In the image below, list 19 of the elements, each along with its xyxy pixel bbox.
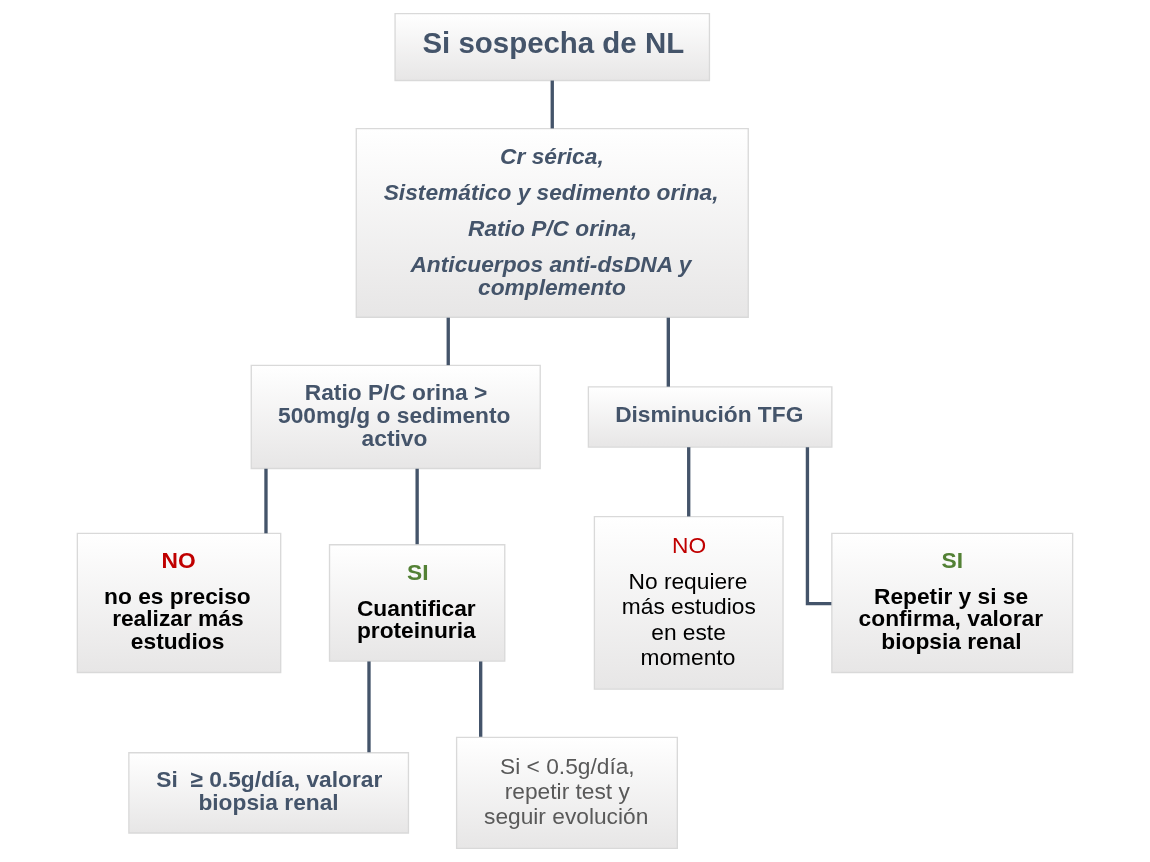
node-box: Cr sérica, Sistemático y sedimento orina, Ratio P/C orina, Anticuerpos anti-dsDNA y complemento bbox=[355, 128, 749, 318]
node-box: NO no es preciso realizar más estudios bbox=[76, 532, 282, 674]
node-box: Si ≥ 0.5g/día, valorar biopsia renal bbox=[128, 752, 410, 834]
node-box: Disminución TFG bbox=[587, 386, 833, 448]
node-box: NO No requiere más estudios en este momento bbox=[593, 515, 784, 690]
connector bbox=[446, 317, 450, 366]
node-box: Si < 0.5g/día, repetir test y seguir evolución bbox=[455, 736, 678, 850]
connector bbox=[687, 447, 691, 517]
node-box: SI Cuantificar proteinuria bbox=[328, 544, 506, 662]
connector bbox=[550, 80, 554, 129]
connector bbox=[479, 661, 483, 737]
connector bbox=[264, 468, 268, 534]
node-box: SI Repetir y si se confirma, valorar biopsia renal bbox=[831, 532, 1074, 674]
connector bbox=[666, 317, 670, 387]
connector bbox=[805, 447, 832, 606]
connector bbox=[367, 661, 371, 753]
node-box: Ratio P/C orina > 500mg/g o sedimento activo bbox=[250, 364, 541, 470]
connector bbox=[415, 468, 419, 545]
node-box: Si sospecha de NL bbox=[394, 12, 711, 82]
